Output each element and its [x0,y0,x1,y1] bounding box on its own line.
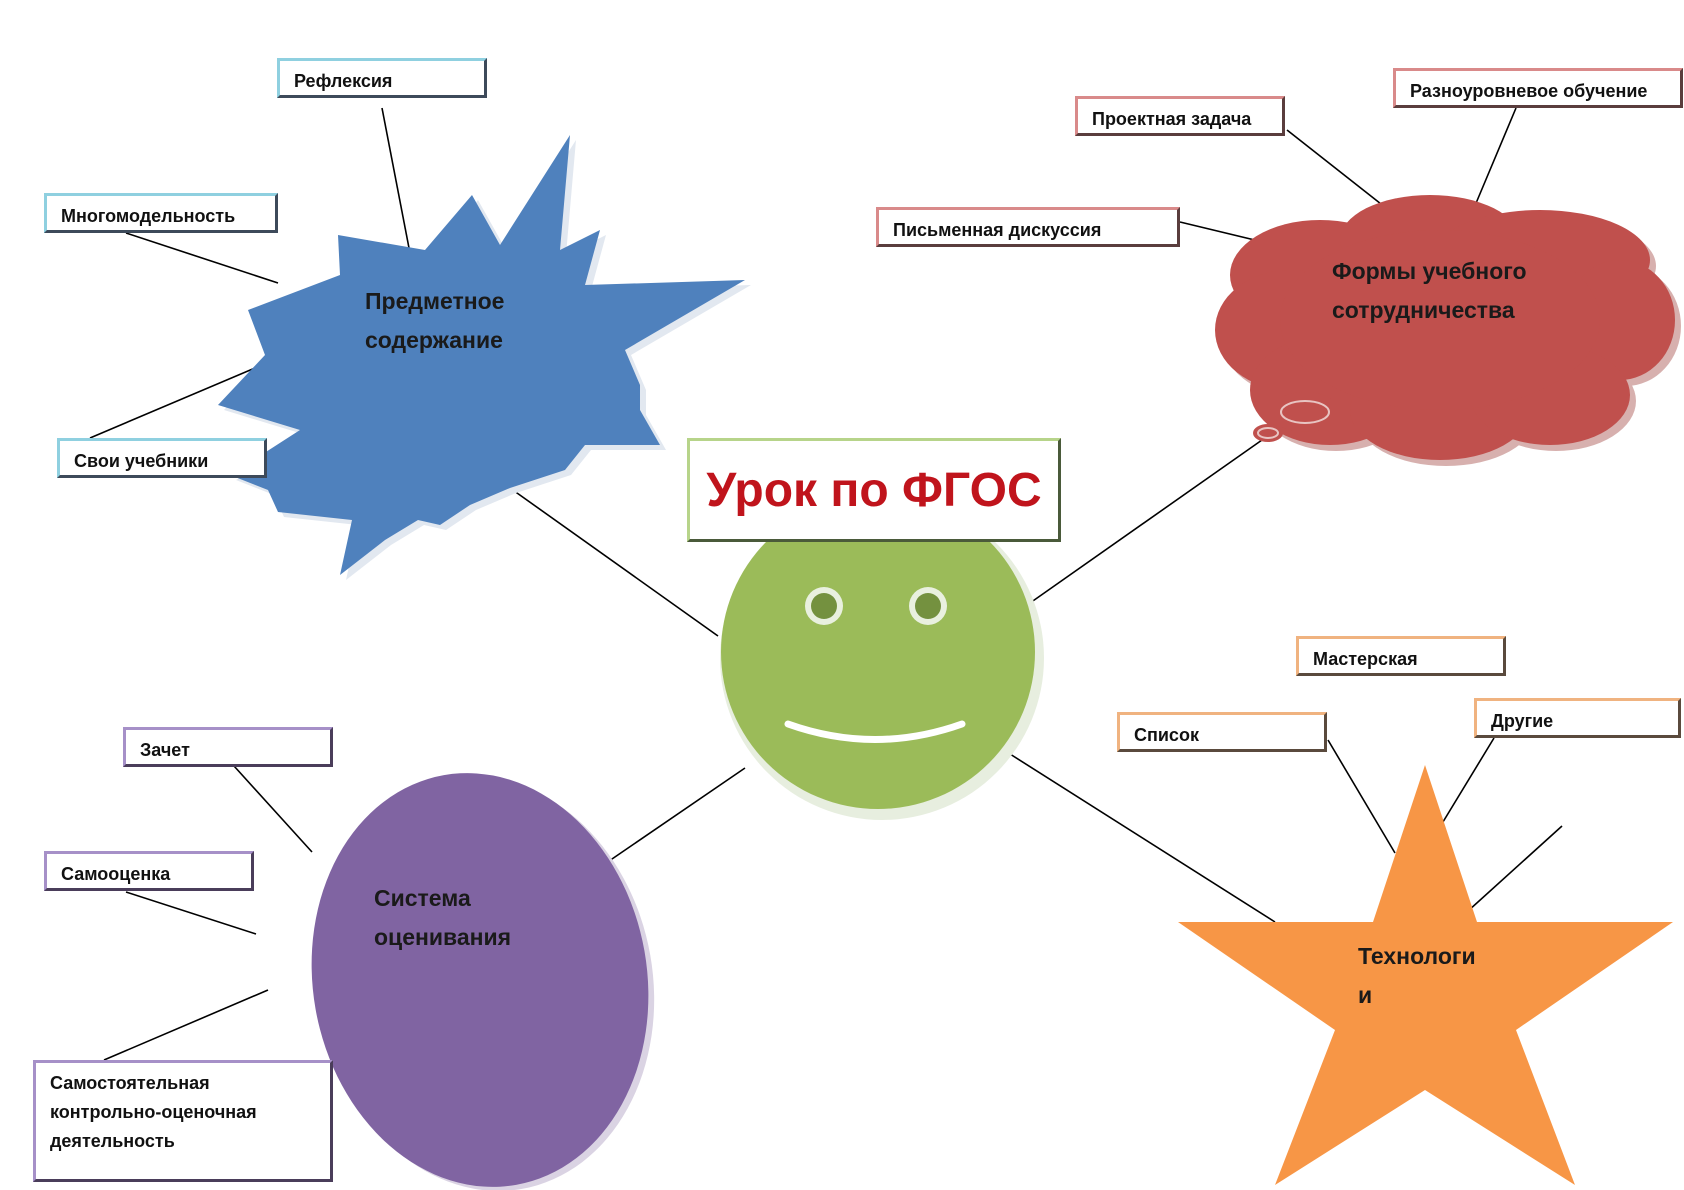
leaf-label-written-discussion: Письменная дискуссия [893,220,1102,240]
leaf-label-test: Зачет [140,740,190,760]
connector-own-textbooks [89,367,256,439]
leaf-box-workshop: Мастерская [1296,636,1506,676]
leaf-label-list: Список [1134,725,1199,745]
connector-reflection [381,107,410,249]
leaf-box-multilevel: Разноуровневое обучение [1393,68,1683,108]
connector-multimodel [125,232,279,284]
connector-list [1327,739,1396,854]
assessment-label-line2: оценивания [374,924,512,951]
leaf-label-independent-line2: контрольно-оценочная [50,1101,257,1122]
leaf-label-self-assessment: Самооценка [61,864,171,884]
connector-project-task [1286,129,1396,216]
leaf-box-own-textbooks: Свои учебники [57,438,267,478]
leaf-label-workshop: Мастерская [1313,649,1418,669]
leaf-box-written-discussion: Письменная дискуссия [876,207,1180,247]
technologies-label: Технологи и [1358,937,1476,1015]
leaf-label-reflection: Рефлексия [294,71,393,91]
connector-multilevel [1473,107,1517,209]
title-box: Урок по ФГОС [687,438,1061,542]
leaf-label-other: Другие [1491,711,1554,731]
subject-burst [218,135,745,575]
leaf-box-other: Другие [1474,698,1681,738]
connector-center-assessment [592,767,746,873]
technologies-label-line1: Технологи [1358,943,1476,969]
connector-center-technologies [1009,753,1276,923]
leaf-label-independent-line1: Самостоятельная [50,1073,210,1093]
subject-label-line1: Предметное [365,288,505,314]
leaf-label-own-textbooks: Свои учебники [74,451,209,471]
leaf-box-project-task: Проектная задача [1075,96,1285,136]
subject-label: Предметное содержание [365,282,504,360]
technologies-label-line2: и [1358,982,1373,1009]
cooperation-label-line1: Формы учебного [1332,258,1527,284]
page-title: Урок по ФГОС [706,463,1042,517]
leaf-label-project-task: Проектная задача [1092,109,1252,129]
assessment-label: Система оценивания [374,879,511,957]
leaf-label-independent-line3: деятельность [50,1130,175,1151]
smiley-face [720,495,1044,820]
leaf-box-list: Список [1117,712,1327,752]
leaf-label-multilevel: Разноуровневое обучение [1410,81,1648,101]
leaf-box-multimodel: Многомодельность [44,193,278,233]
assessment-label-line1: Система [374,885,471,911]
connector-center-cooperation [1029,439,1263,604]
leaf-box-reflection: Рефлексия [277,58,487,98]
assessment-ellipse [311,773,649,1187]
leaf-box-independent-activity: Самостоятельная контрольно-оценочная дея… [33,1060,333,1182]
connector-self-assessment [125,891,257,935]
smile-mouth [784,720,966,743]
connector-independent-activity [103,989,269,1061]
cooperation-label: Формы учебного сотрудничества [1332,252,1527,330]
leaf-box-self-assessment: Самооценка [44,851,254,891]
connector-center-subject [509,487,719,637]
leaf-label-multimodel: Многомодельность [61,206,236,226]
technologies-star [1178,765,1673,1185]
leaf-box-test: Зачет [123,727,333,767]
subject-label-line2: содержание [365,327,503,354]
cooperation-label-line2: сотрудничества [1332,297,1515,324]
connector-test [233,765,313,853]
connector-extra [1467,825,1563,912]
cooperation-cloud [1215,195,1681,466]
